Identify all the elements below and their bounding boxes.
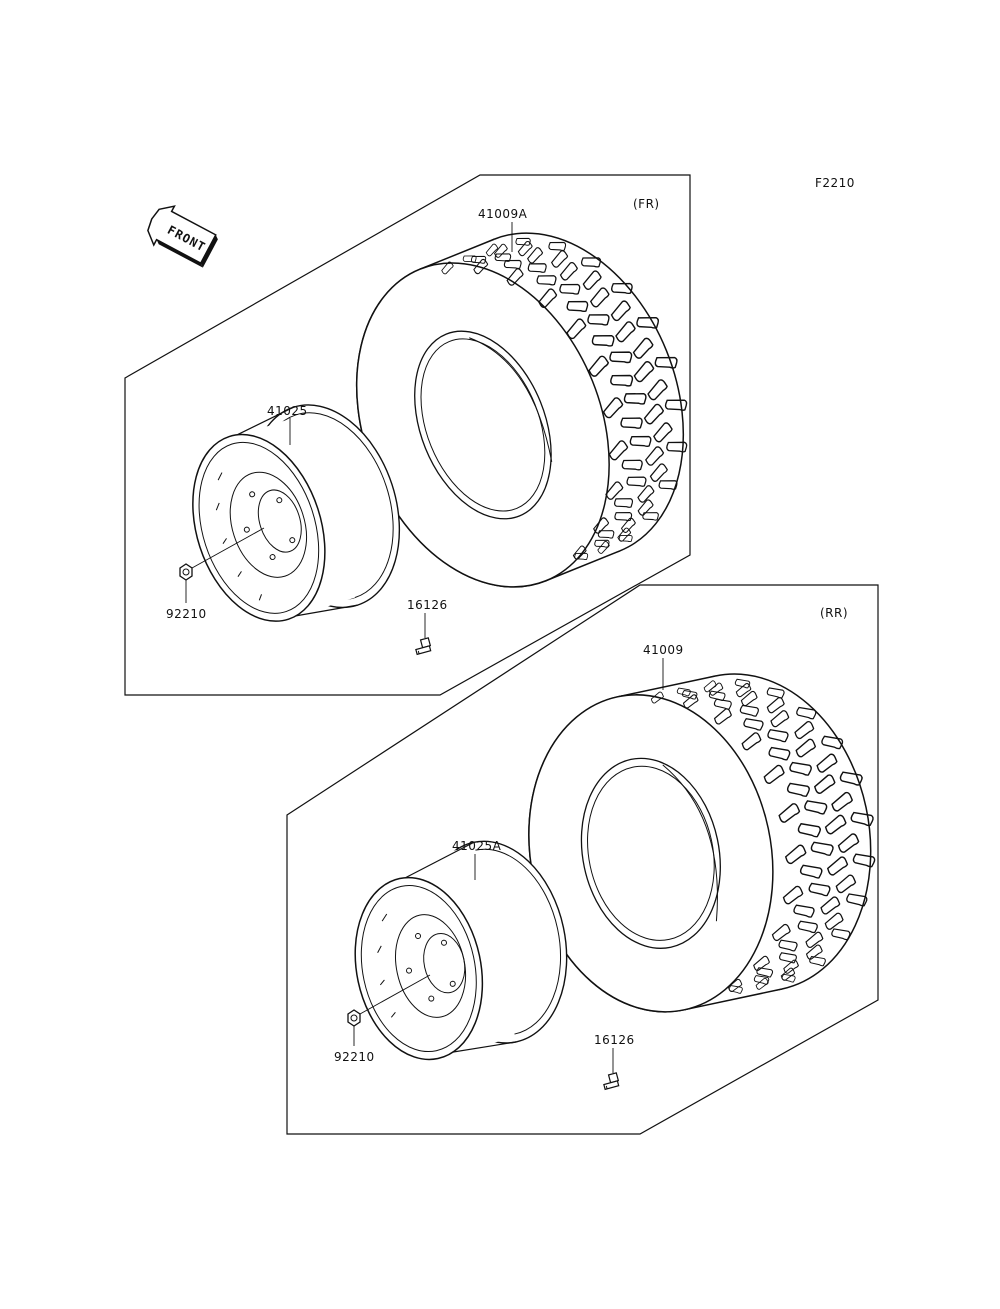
rear-tire [528, 673, 876, 1013]
rear-rim-part-number: 41025A [452, 839, 502, 853]
rear-section-label: (RR) [820, 606, 849, 620]
front-rim-part-number: 41025 [267, 404, 308, 418]
rear-group-border [286, 584, 879, 1135]
rear-valve-part-number: 16126 [594, 1033, 635, 1047]
rear-valve [603, 1072, 620, 1091]
front-lug-nut [179, 563, 193, 581]
rear-nut-part-number: 92210 [334, 1050, 375, 1064]
front-arrow-icon: FRONT [147, 205, 218, 268]
rear-lug-nut [347, 1009, 361, 1027]
front-valve [415, 637, 432, 656]
front-nut-part-number: 92210 [166, 607, 207, 621]
front-tire [355, 232, 688, 588]
rear-rim [354, 840, 568, 1061]
rear-group [286, 584, 879, 1135]
front-group: FRONT [124, 174, 691, 696]
front-valve-part-number: 16126 [407, 598, 448, 612]
figure-code: F2210 [815, 176, 855, 190]
rear-tire-part-number: 41009 [643, 643, 684, 657]
front-section-label: (FR) [633, 197, 660, 211]
front-rim [192, 404, 401, 622]
front-tire-part-number: 41009A [478, 207, 528, 221]
front-group-border [124, 174, 691, 696]
